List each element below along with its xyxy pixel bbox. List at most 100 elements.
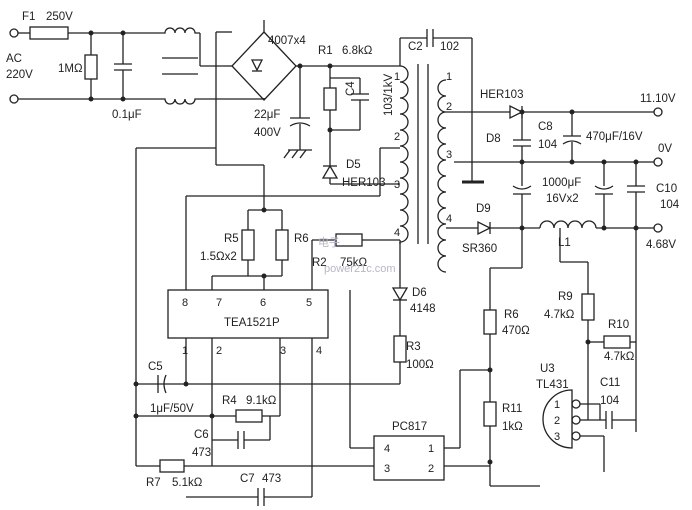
transformer [399, 64, 447, 273]
c6-label: C6 [194, 429, 209, 441]
xfmr-sec-3: 3 [446, 149, 452, 161]
tl431-body [542, 389, 573, 449]
xfmr-sec-1: 1 [446, 71, 452, 83]
resistor-r1 [323, 87, 337, 111]
pc817-label: PC817 [392, 421, 427, 433]
opto-pin-1: 1 [428, 443, 434, 455]
c5-label: C5 [148, 361, 163, 373]
r6-label: R6 [294, 233, 309, 245]
c1000-voltage: 16Vx2 [546, 193, 579, 205]
r5-label: R5 [224, 233, 239, 245]
c7-value: 473 [262, 473, 281, 485]
ic-pin-8: 8 [182, 297, 188, 309]
cx-label: 0.1μF [112, 109, 142, 121]
d9-label: D9 [476, 203, 491, 215]
u3-label: U3 [540, 363, 555, 375]
terminal-4v68 [653, 223, 663, 233]
r4-value: 9.1kΩ [246, 395, 277, 407]
xfmr-sec-2: 2 [446, 101, 452, 113]
output-11v: 11.10V [640, 93, 676, 105]
fuse-f1 [29, 26, 69, 40]
c470-value: 470μF/16V [586, 131, 643, 143]
bridge-label: 4007x4 [268, 35, 306, 47]
r3-value: 100Ω [406, 359, 434, 371]
ic-tea1521p [167, 289, 329, 339]
ac-label: AC [6, 53, 22, 65]
c5-value: 1μF/50V [150, 403, 194, 415]
primary-control [133, 147, 445, 506]
d8-part: HER103 [480, 89, 523, 101]
capacitor-c2 [399, 29, 484, 184]
d5-label: D5 [346, 159, 361, 171]
c2-value: 102 [440, 41, 459, 53]
d8-label: D8 [486, 133, 501, 145]
resistor-1mohm [84, 54, 98, 80]
r1-value: 6.8kΩ [342, 45, 373, 57]
fuse-label: F1 [22, 11, 35, 23]
ic-name: TEA1521P [224, 317, 280, 329]
resistor-r5 [241, 229, 255, 261]
l1-label: L1 [558, 237, 571, 249]
optocoupler-pc817 [373, 435, 445, 481]
ic-pin-7: 7 [216, 297, 222, 309]
bulk-capacitor [283, 66, 312, 159]
fuse-rating: 250V [46, 11, 73, 23]
tl431-pin-1: 1 [554, 399, 560, 411]
diode-d5 [321, 164, 339, 179]
r3-label: R3 [406, 341, 421, 353]
resistor-r7 [159, 459, 185, 473]
r7-label: R7 [146, 477, 161, 489]
resistor-r6 [275, 229, 289, 261]
r1-label: R1 [318, 45, 333, 57]
c10-value: 104 [660, 199, 680, 211]
c4-value: 103/1kV [383, 73, 395, 116]
r9-label: R9 [558, 291, 573, 303]
resistor-r10 [603, 335, 631, 349]
tl431-pin-3: 3 [554, 431, 560, 443]
diode-d6 [391, 287, 409, 302]
ac-terminal-bottom [9, 94, 19, 104]
ac-voltage: 220V [6, 69, 33, 81]
xfmr-pri-1: 1 [394, 71, 400, 83]
ic-pin-6: 6 [260, 297, 266, 309]
u3-value: TL431 [536, 379, 569, 391]
xfmr-pri-2: 2 [394, 131, 400, 143]
resistor-r6-out [483, 309, 497, 335]
c8-value: 104 [538, 139, 558, 151]
labels: F1 250V AC 220V 1MΩ 0.1μF 4007x4 R1 6.8k… [6, 11, 680, 489]
r2-label: R2 [312, 257, 327, 269]
c2-label: C2 [408, 41, 423, 53]
resistor-r3 [393, 335, 407, 363]
c11-value: 104 [600, 395, 620, 407]
tl431-pin-2: 2 [554, 415, 560, 427]
inductor-l1 [539, 220, 597, 229]
opto-pin-2: 2 [428, 463, 434, 475]
ic-pin-5: 5 [306, 297, 312, 309]
d6-value: 4148 [410, 303, 436, 315]
watermark-url: power21c.com [324, 263, 396, 275]
d9-value: SR360 [462, 243, 497, 255]
terminal-11v [653, 107, 663, 117]
r6-out-value: 470Ω [502, 325, 530, 337]
output-0v: 0V [658, 143, 672, 155]
ac-input [9, 26, 160, 104]
feedback-network [444, 228, 637, 487]
terminal-0v [653, 157, 663, 167]
resistor-r4 [235, 409, 263, 423]
r10-value: 4.7kΩ [604, 351, 635, 363]
r5-value: 1.5Ωx2 [200, 251, 237, 263]
xfmr-sec-4: 4 [446, 213, 452, 225]
c10-label: C10 [656, 183, 677, 195]
c6-value: 473 [192, 447, 211, 459]
output-4v68: 4.68V [646, 239, 676, 251]
c8-label: C8 [538, 121, 553, 133]
r-1m-label: 1MΩ [58, 63, 83, 75]
r11-value: 1kΩ [502, 421, 523, 433]
resistor-r9 [581, 293, 595, 321]
r6-out-label: R6 [504, 309, 519, 321]
ic-pin-3: 3 [280, 345, 286, 357]
r2-value: 75kΩ [340, 257, 368, 269]
d6-label: D6 [412, 287, 427, 299]
